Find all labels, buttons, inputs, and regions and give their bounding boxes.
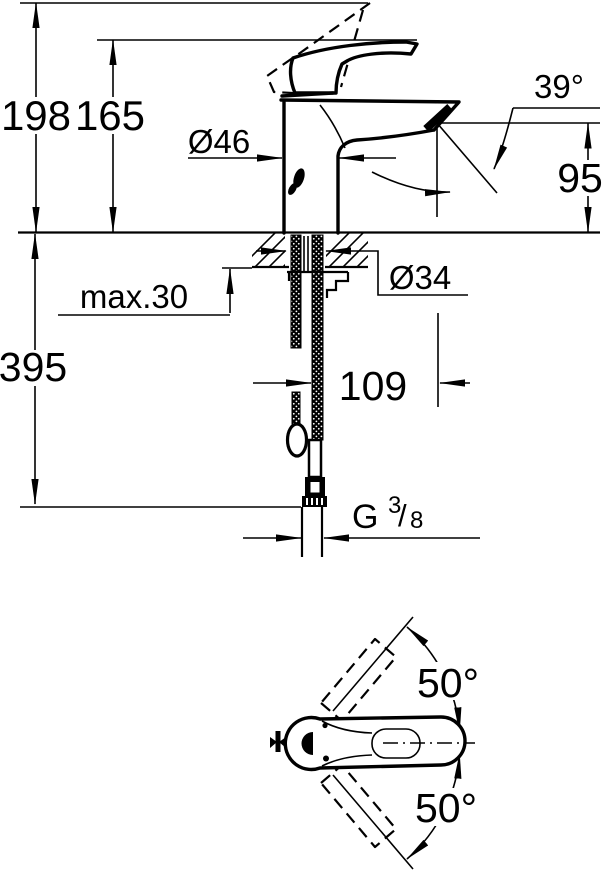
dim-arc-39	[493, 107, 514, 170]
dim-39deg-label: 39°	[534, 68, 584, 105]
hose-union-collar	[302, 496, 327, 507]
dim-g38-label: G 3 / 8	[352, 492, 423, 536]
pull-rod	[290, 234, 302, 349]
g38-denominator: 8	[410, 507, 423, 534]
top-view-outline	[283, 715, 467, 772]
lever-raised-dashed	[265, 2, 371, 96]
aerator-mark	[270, 731, 286, 752]
lever-handle	[288, 40, 419, 95]
rod-knob	[285, 422, 309, 458]
cartridge-mark	[301, 732, 313, 755]
dim-95-label: 95	[557, 155, 603, 201]
hose-end-tube	[307, 438, 323, 479]
dim-d34-label: Ø34	[389, 259, 451, 296]
mounting-nut	[325, 272, 350, 298]
dim-395-label: 395	[0, 344, 67, 390]
side-view	[252, 2, 461, 557]
dim-line-d34-right	[325, 247, 468, 296]
dim-109-label: 109	[339, 363, 407, 409]
supply-hose	[311, 234, 324, 441]
dim-198-label: 198	[1, 92, 71, 139]
top-view: 50° 50°	[270, 616, 479, 870]
spout-top	[279, 98, 461, 132]
stream-direction-line	[436, 122, 498, 194]
mounting-hardware	[285, 234, 350, 557]
dim-50deg-lower-label: 50°	[415, 785, 477, 831]
pop-up-rod-knob	[293, 168, 305, 188]
dim-max30-label: max.30	[80, 278, 188, 315]
dim-165-label: 165	[75, 92, 145, 139]
dim-d46-label: Ø46	[188, 123, 250, 160]
g38-slash: /	[398, 498, 407, 533]
swivel-leg-upper	[332, 616, 414, 712]
rod-chain	[291, 391, 301, 425]
side-view-dimensions: 198 165 Ø46 39° 95 max.30 Ø34 395 109 G …	[0, 2, 604, 542]
aerator-icon	[423, 104, 453, 132]
g38-numerator: 3	[388, 492, 401, 519]
spout-underside	[336, 128, 436, 235]
swivel-arc	[371, 171, 451, 197]
g38-g: G	[352, 498, 378, 536]
faucet-top-body	[270, 715, 467, 772]
faucet-side-body	[265, 2, 461, 235]
swivel-leg-lower	[332, 774, 414, 870]
dim-50deg-upper-label: 50°	[417, 660, 479, 706]
